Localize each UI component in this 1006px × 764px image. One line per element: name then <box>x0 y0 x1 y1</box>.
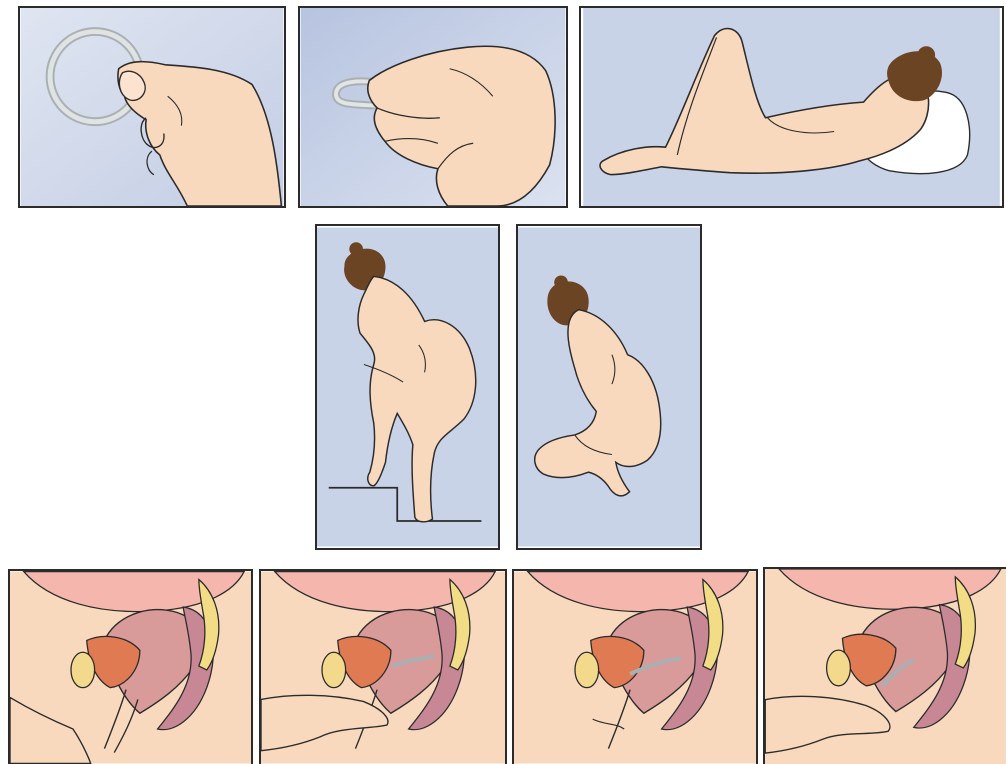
hold-ring-panel <box>18 6 286 208</box>
hand-squeezing-ring-icon <box>300 8 566 206</box>
squatting-position-panel <box>516 224 702 550</box>
pelvic-cross-section-icon <box>514 571 756 764</box>
hand-holding-ring-icon <box>20 8 284 206</box>
woman-lying-knees-bent-icon <box>581 8 1002 206</box>
insertion-step-4-panel <box>763 567 1006 764</box>
insertion-step-2-panel <box>259 569 507 764</box>
pelvic-cross-section-icon <box>261 571 505 764</box>
insertion-step-3-panel <box>512 569 758 764</box>
woman-squatting-icon <box>518 226 700 548</box>
pelvic-cross-section-icon <box>765 569 1006 764</box>
insertion-step-1-panel <box>8 569 253 764</box>
standing-leg-raised-panel <box>315 224 500 550</box>
lying-position-panel <box>579 6 1004 208</box>
woman-standing-leg-up-icon <box>317 226 498 548</box>
pinch-ring-panel <box>298 6 568 208</box>
pelvic-cross-section-icon <box>10 571 251 764</box>
